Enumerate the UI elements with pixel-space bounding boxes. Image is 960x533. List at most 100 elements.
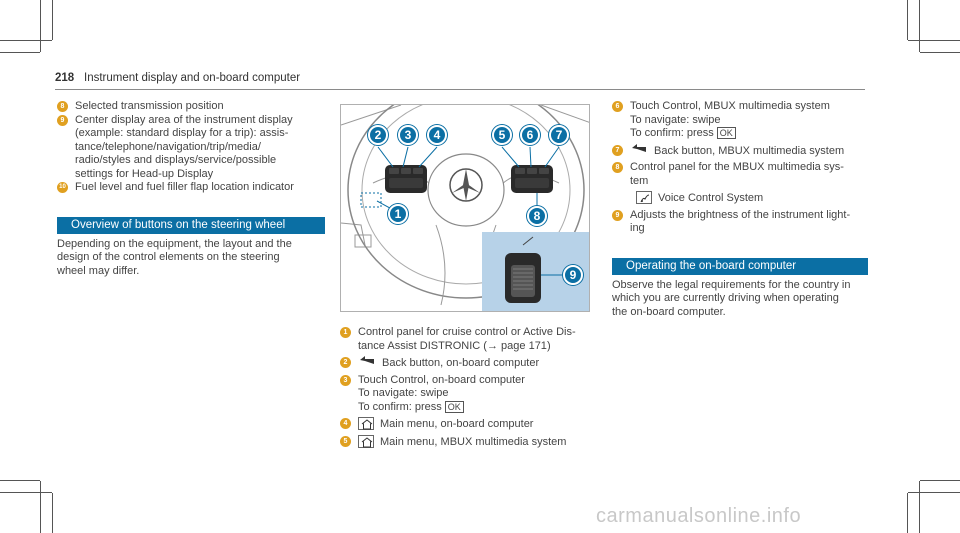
crop-mark [0, 40, 52, 41]
page-reference-link[interactable]: page 171 [501, 339, 547, 352]
crop-mark [919, 0, 920, 52]
header-title: Instrument display and on-board computer [84, 72, 301, 84]
ok-key-icon: OK [716, 127, 736, 139]
legend-text: Main menu, MBUX multimedia system [380, 435, 567, 448]
callout-7: 7 [549, 125, 569, 145]
legend-item-1: 1 Control panel for cruise control or Ac… [340, 326, 596, 353]
legend-text: Control panel for the MBUX multimedia sy… [630, 161, 844, 173]
section-heading: Operating the on-board computer [612, 257, 868, 275]
legend-text: Main menu, on-board computer [380, 418, 534, 430]
right-column: 6 Touch Control, MBUX multimedia system … [612, 100, 868, 319]
callout-8: 8 [527, 206, 547, 226]
crop-mark [0, 52, 40, 53]
number-badge: 5 [340, 435, 351, 447]
number-badge: 7 [612, 144, 623, 156]
legend-text: Adjusts the brightness of the instrument… [630, 208, 851, 221]
left-button-cluster [360, 165, 427, 208]
paragraph-line: the on-board computer. [612, 305, 726, 318]
crop-mark [907, 0, 908, 40]
number-badge: 10 [57, 182, 68, 193]
legend-text: tance Assist DISTRONIC (→ page 171) [358, 340, 596, 354]
paragraph-line: wheel may differ. [57, 264, 140, 277]
arrow-icon: → [486, 339, 502, 352]
legend-item-8: 8 Selected transmission position [57, 100, 325, 114]
callout-3: 3 [398, 125, 418, 145]
number-badge: 2 [340, 357, 351, 368]
legend-text: Touch Control, MBUX multimedia system [630, 100, 830, 112]
legend-text: (example: standard display for a trip): … [75, 127, 289, 139]
callout-5: 5 [492, 125, 512, 145]
right-button-cluster [511, 165, 553, 193]
legend-subtext-part: To confirm: press [358, 400, 442, 413]
page-header: 218 Instrument display and on-board comp… [55, 72, 865, 90]
legend-item-4: 4 Main menu, on-board computer [340, 417, 596, 432]
legend-text: radio/styles and displays/service/possib… [75, 154, 277, 166]
page-number: 218 [55, 72, 75, 84]
back-arrow-icon [358, 356, 376, 368]
watermark: carmanualsonline.info [596, 505, 802, 527]
paragraph-line: design of the control elements on the st… [57, 251, 280, 263]
legend-item-7: 7 Back button, MBUX multimedia system [612, 143, 868, 159]
legend-subtext: Voice Control System [658, 192, 764, 204]
crop-mark [908, 492, 960, 493]
section-heading: Overview of buttons on the steering whee… [57, 216, 325, 234]
paragraph-line: which you are currently driving when ope… [612, 292, 839, 304]
number-badge: 1 [340, 327, 351, 338]
legend-text: ing [630, 222, 645, 234]
paragraph-line: Depending on the equipment, the layout a… [57, 237, 292, 250]
legend-item-8b: 8 Control panel for the MBUX multimedia … [612, 161, 868, 206]
back-arrow-icon [630, 143, 648, 156]
number-badge: 4 [340, 418, 351, 429]
legend-item-9: 9 Center display area of the instrument … [57, 114, 325, 182]
legend-text-part: ) [546, 339, 551, 352]
legend-text: Control panel for cruise control or Acti… [358, 326, 576, 338]
legend-text: tance/telephone/navigation/trip/media/ [75, 140, 261, 153]
legend-subtext: To navigate: swipe [630, 113, 721, 126]
legend-text: Touch Control, on-board computer [358, 373, 525, 386]
legend-subtext: To navigate: swipe [358, 387, 449, 399]
callout-6: 6 [520, 125, 540, 145]
section-paragraph: Observe the legal requirements for the c… [612, 279, 868, 320]
legend-item-3: 3 Touch Control, on-board computer To na… [340, 374, 596, 415]
crop-mark [0, 492, 52, 493]
number-badge: 9 [57, 114, 68, 126]
home-icon [358, 434, 374, 448]
section-paragraph: Depending on the equipment, the layout a… [57, 238, 325, 279]
crop-mark [908, 40, 960, 41]
legend-text: tem [630, 174, 649, 187]
callout-9: 9 [563, 265, 583, 285]
crop-mark [920, 52, 960, 53]
callout-2: 2 [368, 125, 388, 145]
callout-1: 1 [388, 204, 408, 224]
crop-mark [52, 493, 53, 533]
legend-text: Center display area of the instrument di… [75, 113, 293, 126]
number-badge: 3 [340, 374, 351, 386]
ok-key-icon: OK [444, 400, 464, 413]
left-column: 8 Selected transmission position 9 Cente… [57, 100, 325, 278]
legend-text: Back button, MBUX multimedia system [654, 144, 845, 157]
crop-mark [40, 0, 41, 52]
legend-item-5: 5 Main menu, MBUX multimedia system [340, 434, 596, 450]
crop-mark [40, 481, 41, 533]
legend-item-9b: 9 Adjusts the brightness of the instrume… [612, 209, 868, 236]
crop-mark [0, 480, 40, 481]
legend-subtext-part: To confirm: press [630, 127, 714, 139]
paragraph-line: Observe the legal requirements for the c… [612, 278, 851, 291]
legend-text: Back button, on-board computer [382, 357, 540, 369]
crop-mark [920, 480, 960, 481]
number-badge: 6 [612, 101, 623, 112]
legend-item-10: 10 Fuel level and fuel filler flap locat… [57, 181, 325, 195]
steering-wheel-figure: 1 2 3 4 5 6 7 8 9 [340, 104, 590, 312]
number-badge: 8 [612, 162, 623, 173]
legend-text: settings for Head-up Display [75, 167, 214, 180]
legend-item-2: 2 Back button, on-board computer [340, 356, 596, 371]
number-badge: 9 [612, 209, 623, 221]
voice-control-icon [636, 191, 652, 204]
number-badge: 8 [57, 101, 68, 112]
legend-text: Selected transmission position [75, 100, 224, 112]
crop-mark [919, 481, 920, 533]
home-icon [358, 417, 374, 430]
crop-mark [52, 0, 53, 40]
